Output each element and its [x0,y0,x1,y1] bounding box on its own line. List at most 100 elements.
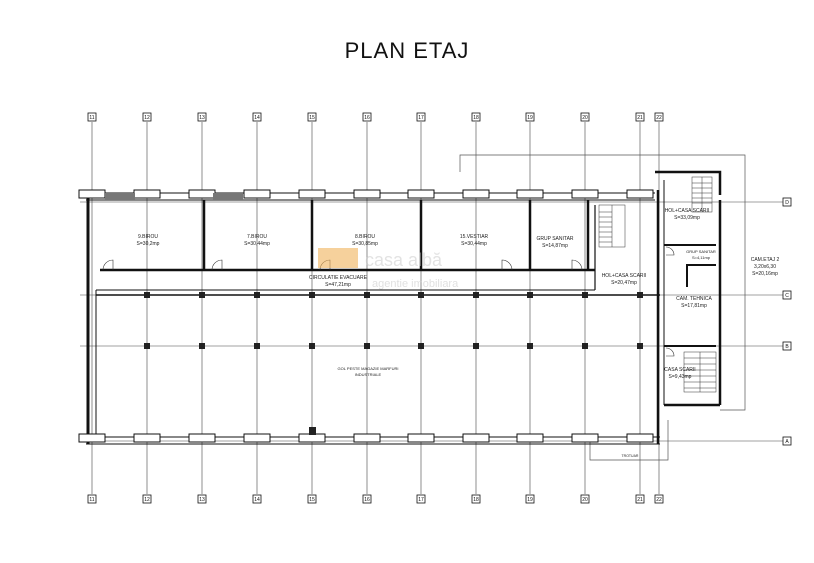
grid-bubble-label: 11 [89,115,94,121]
watermark-logo: casa albă agentie imobiliara [318,248,459,290]
grid-bubble [142,112,152,122]
room-sub: INDUSTRIALE [355,372,382,377]
outline-sidewalk [589,420,669,461]
room-area: S=30,2mp [137,241,160,247]
room-name: HOL+CASA SCARII [602,273,647,279]
pilaster [353,433,381,443]
column [418,292,424,298]
room-name: CAM.ETAJ 2 [751,257,780,263]
pilaster [188,433,216,443]
grid-bubble [782,197,792,207]
grid-bubble [362,112,372,122]
grid-bubble [525,112,535,122]
pilaster [133,189,161,199]
room-name: CASA SCARII [664,367,695,373]
pilaster [462,433,490,443]
column [309,343,315,349]
grid-bubble-label: 21 [637,497,643,503]
grid-bubble-label: 17 [418,115,424,121]
grid-bubble [87,112,97,122]
grid-bubble [252,494,262,504]
column [582,343,588,349]
grid-bubble-label: 16 [364,115,370,121]
grid-bubble-label: 14 [254,497,260,503]
pilaster [353,189,381,199]
pilaster [516,189,544,199]
pilaster [78,189,106,199]
grid-bubble [142,494,152,504]
room-name: GOL PESTE MAGAZIE MARFURI [338,366,399,371]
grid-bubble [635,494,645,504]
stairs [598,176,717,393]
column [144,343,150,349]
grid-bubble [307,494,317,504]
grid-bubble [87,494,97,504]
column [199,343,205,349]
room-area: S=14,87mp [542,243,568,249]
room-area: S=30,44mp [461,241,487,247]
column [637,343,643,349]
grid-bubble-label: C [785,293,789,299]
pilaster [298,189,326,199]
grid-bubble-label: 17 [418,497,424,503]
column [473,292,479,298]
pilaster [516,433,544,443]
room-area: S=20,47mp [611,280,637,286]
watermark-brand: casa albă [365,250,443,270]
room-area: S=33,09mp [674,215,700,221]
room-name: 15.VESTIAR [460,234,489,240]
grid-bubble [197,494,207,504]
grid-bubble [635,112,645,122]
column [473,343,479,349]
grid-bubble-label: 18 [473,115,479,121]
column [418,343,424,349]
grid-bubble [654,112,664,122]
column [199,292,205,298]
grid-bubble [362,494,372,504]
grid-bubble [471,112,481,122]
pilaster [571,433,599,443]
grid-bubble-label: 19 [527,497,533,503]
room-name: CAM. TEHNICA [676,296,712,302]
grid-bubble [525,494,535,504]
hatched-window [213,193,243,200]
room-name: 8.BIROU [355,234,375,240]
room-area: S=47,21mp [325,282,351,288]
windows-and-columns [78,189,654,443]
grid-bubble-label: 16 [364,497,370,503]
grid-bubble [580,494,590,504]
column [364,292,370,298]
pilaster [78,433,106,443]
grid-bubble [782,436,792,446]
grid-bubble-label: 20 [582,497,588,503]
grid-bubble [782,290,792,300]
column [254,343,260,349]
room-dims: 3,20x6,30 [754,264,776,270]
pilaster [133,433,161,443]
hatched-window [105,193,135,200]
outline-annex [459,154,746,411]
room-name: 7.BIROU [247,234,267,240]
grid-bubble-label: 21 [637,115,643,121]
room-area: S=17,81mp [681,303,707,309]
column [637,292,643,298]
column [309,292,315,298]
grid-bubble-label: 20 [582,115,588,121]
grid-bubble-label: 15 [309,497,315,503]
column [527,292,533,298]
grid-bubble-label: 13 [199,497,205,503]
column [582,292,588,298]
room-name: HOL+CASA SCARII [665,208,710,214]
room-name: GRUP SANITAR [686,249,716,254]
grid-bubble [197,112,207,122]
grid-bubble [416,494,426,504]
room-area: S=30,44mp [244,241,270,247]
grid-bubble-label: 22 [656,497,662,503]
grid-bubble-label: 15 [309,115,315,121]
pilaster [407,433,435,443]
grid-bubble-label: 19 [527,115,533,121]
room-area: S=30,85mp [352,241,378,247]
pilaster [626,433,654,443]
